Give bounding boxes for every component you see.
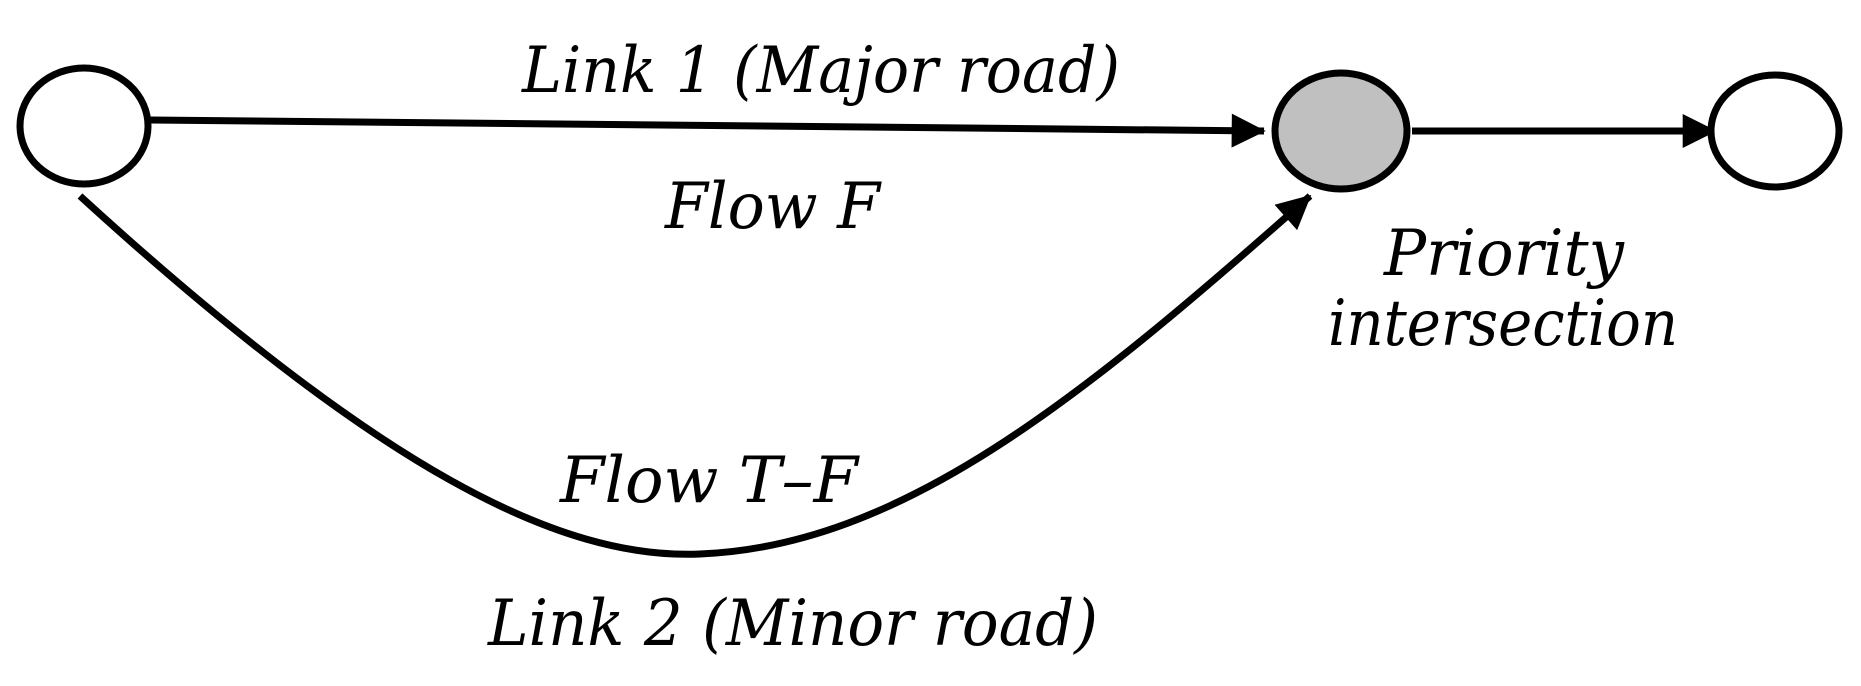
link-1-edge bbox=[149, 113, 1266, 148]
priority-label-line2: intersection bbox=[1328, 287, 1678, 361]
destination-node bbox=[1707, 71, 1843, 191]
priority-label-line1: Priority bbox=[1383, 217, 1625, 291]
priority-intersection-node bbox=[1271, 69, 1411, 193]
link-2-edge bbox=[77, 193, 1313, 558]
origin-node bbox=[16, 64, 152, 188]
link-2-label: Link 2 (Minor road) bbox=[487, 587, 1098, 661]
flow-f-label: Flow F bbox=[664, 170, 882, 244]
link-1-label: Link 1 (Major road) bbox=[521, 34, 1120, 108]
flow-tf-label: Flow T–F bbox=[559, 444, 861, 518]
